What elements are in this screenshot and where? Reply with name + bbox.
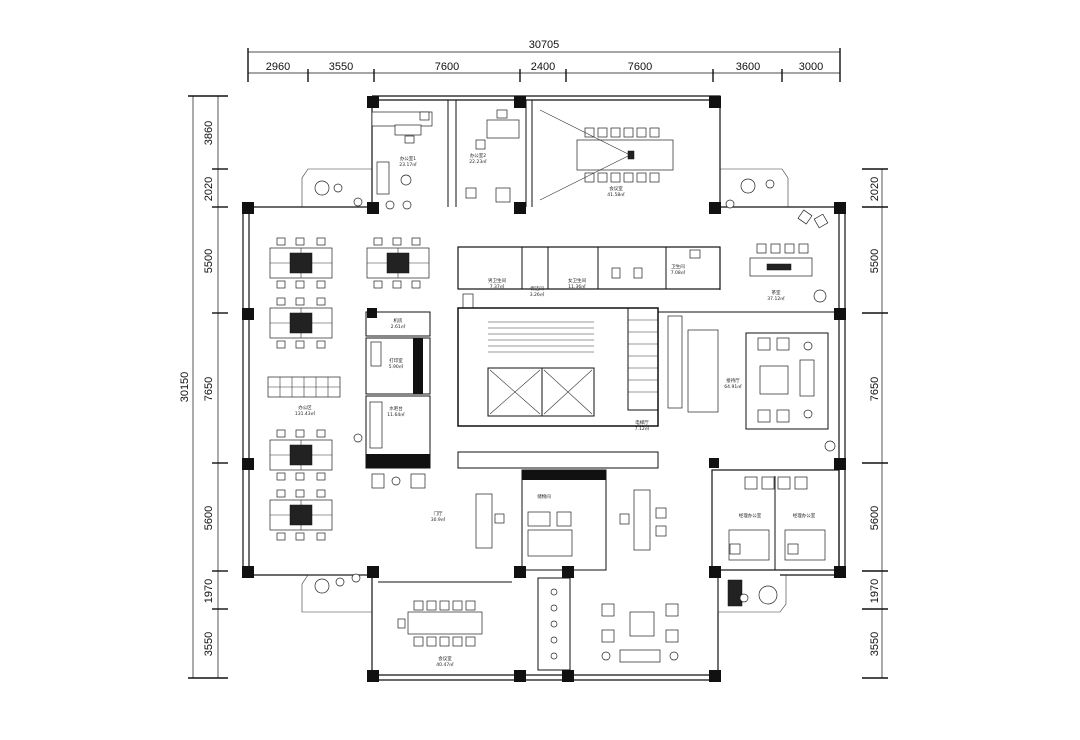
workstations: 办公区 131.43㎡: [267, 237, 430, 541]
dim-left-seg-6: 1970: [203, 579, 215, 603]
dim-left-total: 30150: [179, 372, 191, 403]
room-top-meeting-area: 41.58㎡: [607, 191, 625, 198]
dim-top-seg-7: 3000: [799, 61, 823, 73]
room-server-name: 机房: [394, 317, 403, 324]
room-bottom-meeting-area: 40.47㎡: [436, 661, 454, 668]
stair-treads: [488, 321, 594, 353]
room-lobby-name: 门厅: [434, 510, 443, 517]
room-male-wc-name: 男卫生间: [488, 277, 506, 284]
dim-top-seg-3: 7600: [435, 61, 459, 73]
top-dimensions: 30705 2960 3550 7600 2400 7600 3600 3000: [247, 39, 841, 82]
dim-right-seg-6: 3550: [869, 632, 881, 656]
room-office2-name: 办公室2: [470, 152, 486, 159]
left-core-rooms: 机房 2.61㎡ 打印室 5.90㎡ 水吧台 11.64㎡: [353, 311, 431, 489]
balconies: [301, 168, 789, 613]
manager-offices: 经理办公室 经理办公室: [711, 469, 840, 607]
room-tea-name: 水吧台: [389, 405, 403, 412]
dim-left-seg-3: 5500: [203, 249, 215, 273]
room-lounge-area: 64.91㎡: [724, 383, 742, 390]
room-server-area: 2.61㎡: [391, 323, 406, 330]
dim-top-seg-2: 3550: [329, 61, 353, 73]
room-office2-area: 22.23㎡: [469, 158, 487, 165]
dim-right-seg-3: 7650: [869, 377, 881, 401]
dim-left-seg-4: 7650: [203, 377, 215, 401]
room-bottom-meeting-name: 会议室: [438, 655, 452, 662]
room-manager2-name: 经理办公室: [793, 512, 816, 519]
room-male-wc-area: 7.37㎡: [490, 283, 505, 290]
room-openoffice-name: 办公区: [298, 404, 312, 411]
left-dimensions: 30150 3860 2020 5500 7650 5600 1970 3550: [179, 95, 228, 679]
room-reception-r-name: 茶室: [772, 289, 781, 296]
dim-top-seg-6: 3600: [736, 61, 760, 73]
room-cleaning-area: 3.26㎡: [530, 291, 545, 298]
washrooms: 男卫生间 7.37㎡ 保洁间 3.26㎡ 女卫生间 11.36㎡ 卫生间 7.0…: [457, 246, 721, 309]
dim-right-seg-5: 1970: [869, 579, 881, 603]
room-cleaning-name: 保洁间: [530, 285, 544, 292]
meeting-chairs-top: [584, 127, 660, 183]
dim-right-seg-4: 5600: [869, 506, 881, 530]
room-print-name: 打印室: [389, 357, 403, 364]
room-top-meeting-name: 会议室: [609, 185, 623, 192]
room-tea-area: 11.64㎡: [387, 411, 405, 418]
plants: [314, 178, 836, 594]
dim-left-seg-1: 3860: [203, 121, 215, 145]
lobby: 门厅 30.9㎡ 储物间: [431, 469, 667, 571]
room-manager1-name: 经理办公室: [739, 512, 762, 519]
dim-top-seg-1: 2960: [266, 61, 290, 73]
room-lounge-name: 接待厅: [726, 377, 740, 384]
room-elevator-hall-area: 7.12㎡: [635, 425, 650, 432]
room-reception-r-area: 37.12㎡: [767, 295, 785, 302]
right-rooms: 茶室 37.12㎡ 接待厅 64.91㎡: [658, 209, 839, 430]
room-female-wc-area: 11.36㎡: [568, 283, 586, 290]
dim-left-seg-7: 3550: [203, 632, 215, 656]
room-print-area: 5.90㎡: [389, 363, 404, 370]
dim-right-seg-2: 5500: [869, 249, 881, 273]
room-wc-area: 7.08㎡: [671, 269, 686, 276]
core: 电梯厅 7.12㎡: [457, 307, 659, 469]
room-storage-name: 储物间: [537, 493, 551, 500]
room-wc-name: 卫生间: [671, 263, 685, 270]
bottom-rooms: 会议室 40.47㎡: [378, 577, 679, 671]
dim-left-seg-5: 5600: [203, 506, 215, 530]
top-rooms: 办公室1 23.17㎡ 办公室2 22.23㎡ 会议室 41.58㎡: [371, 100, 674, 210]
room-elevator-hall-name: 电梯厅: [635, 419, 649, 426]
room-openoffice-area: 131.43㎡: [295, 410, 316, 417]
dim-right-seg-1: 2020: [869, 177, 881, 201]
room-office1-area: 23.17㎡: [399, 161, 417, 168]
dim-top-seg-4: 2400: [531, 61, 555, 73]
room-office1-name: 办公室1: [400, 155, 416, 162]
dim-top-seg-5: 7600: [628, 61, 652, 73]
room-female-wc-name: 女卫生间: [568, 277, 586, 284]
dim-left-seg-2: 2020: [203, 177, 215, 201]
right-dimensions: 2020 5500 7650 5600 1970 3550: [862, 168, 888, 679]
dim-top-total: 30705: [529, 39, 560, 51]
meeting-chairs-bottom: [413, 600, 476, 647]
room-lobby-area: 30.9㎡: [431, 516, 446, 523]
